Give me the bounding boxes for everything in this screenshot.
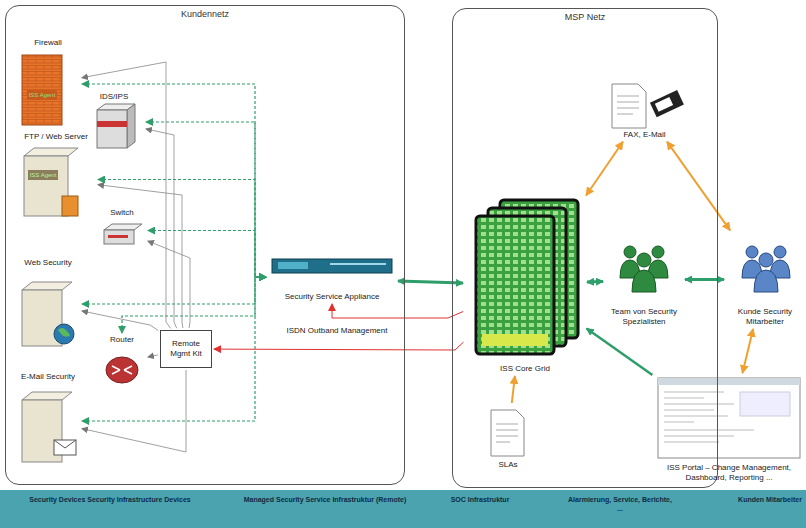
people-icon [620, 246, 668, 292]
connector [146, 122, 266, 277]
node-label: SLAs [498, 460, 517, 470]
network-region: MSP NetzISS Core Grid FAX, E-MailTeam von… [452, 8, 718, 488]
people-icon [742, 246, 790, 292]
device-label: IDS/IPS [100, 92, 128, 102]
node-label: FAX, E-Mail [623, 130, 665, 140]
connector [398, 281, 463, 283]
document-node: SLAs [482, 405, 534, 470]
grid-icon [476, 200, 578, 354]
band-label: Alarmierung, Service, Berichte, ... [565, 495, 675, 513]
connector [148, 241, 190, 328]
router-node: Router [98, 335, 146, 390]
process-box: Remote Mgmt Kit [160, 330, 212, 368]
firewall-icon [22, 55, 62, 125]
connector [148, 355, 158, 357]
people-node: Kunde Security Mitarbeiter [726, 232, 804, 327]
connector [667, 142, 730, 231]
document-icon [612, 84, 684, 128]
connector [332, 304, 463, 318]
device-label: FTP / Web Server [24, 132, 88, 142]
node-label: Kunde Security Mitarbeiter [726, 307, 804, 327]
appliance-icon [272, 259, 392, 273]
connector [82, 311, 158, 331]
region-title: MSP Netz [565, 12, 605, 23]
document-icon [491, 410, 524, 456]
connector [586, 142, 623, 196]
connector [82, 62, 171, 328]
switch-icon [104, 224, 142, 244]
grid-node: ISS Core Grid [465, 196, 585, 374]
agent-label: ISS Agent [28, 172, 58, 179]
agent-label: ISS Agent [27, 92, 57, 99]
connector [685, 278, 724, 281]
connector [512, 376, 515, 403]
device-label: Firewall [34, 38, 62, 48]
network-region: KundennetzFirewallIDS/IPS FTP / Web Serve… [5, 5, 405, 485]
document-node: FAX, E-Mail [602, 80, 687, 140]
connector [587, 329, 653, 375]
connector [743, 329, 754, 373]
switch-node: Switch [98, 208, 146, 253]
region-title: Kundennetz [181, 9, 229, 20]
server-node: Web Security [16, 258, 80, 350]
connector [82, 370, 186, 452]
band-label: Managed Security Service Infrastruktur (… [240, 495, 410, 504]
server-icon [22, 282, 74, 346]
node-label: ISS Portal – Change Management, Dashboar… [654, 463, 804, 483]
connector [98, 185, 183, 328]
server-icon [24, 148, 78, 216]
ids-icon [97, 104, 135, 148]
device-label: Switch [110, 208, 134, 218]
server-node: E-Mail Security [16, 372, 80, 470]
router-icon [106, 357, 138, 383]
device-label: E-Mail Security [21, 372, 75, 382]
connector [122, 277, 266, 333]
firewall-node: Firewall [16, 38, 80, 130]
edge-label: ISDN Outband Management [282, 326, 392, 336]
screenshot-icon [658, 378, 800, 458]
screenshot-node: ISS Portal – Change Management, Dashboar… [654, 375, 804, 483]
appliance-node: Security Service Appliance [268, 256, 396, 302]
device-label: Security Service Appliance [285, 292, 380, 302]
device-label: Web Security [24, 258, 71, 268]
people-node: Team von Security Spezialisten [605, 232, 683, 327]
connector [587, 280, 603, 284]
band-label: Kunden Mitarbeiter [738, 495, 802, 504]
connector [146, 129, 177, 328]
band-label: SOC Infrastruktur [430, 495, 530, 504]
server-icon [22, 392, 76, 462]
device-label: Router [110, 335, 134, 345]
connector [214, 342, 464, 350]
band-label: Security Devices Security Infrastructure… [20, 495, 200, 504]
ids-node: IDS/IPS [84, 92, 144, 152]
box-label: Remote Mgmt Kit [163, 339, 209, 359]
server-node: FTP / Web Server [16, 132, 96, 227]
legend-band: Security Devices Security Infrastructure… [0, 490, 806, 528]
node-label: Team von Security Spezialisten [605, 307, 683, 327]
node-label: ISS Core Grid [500, 364, 550, 374]
